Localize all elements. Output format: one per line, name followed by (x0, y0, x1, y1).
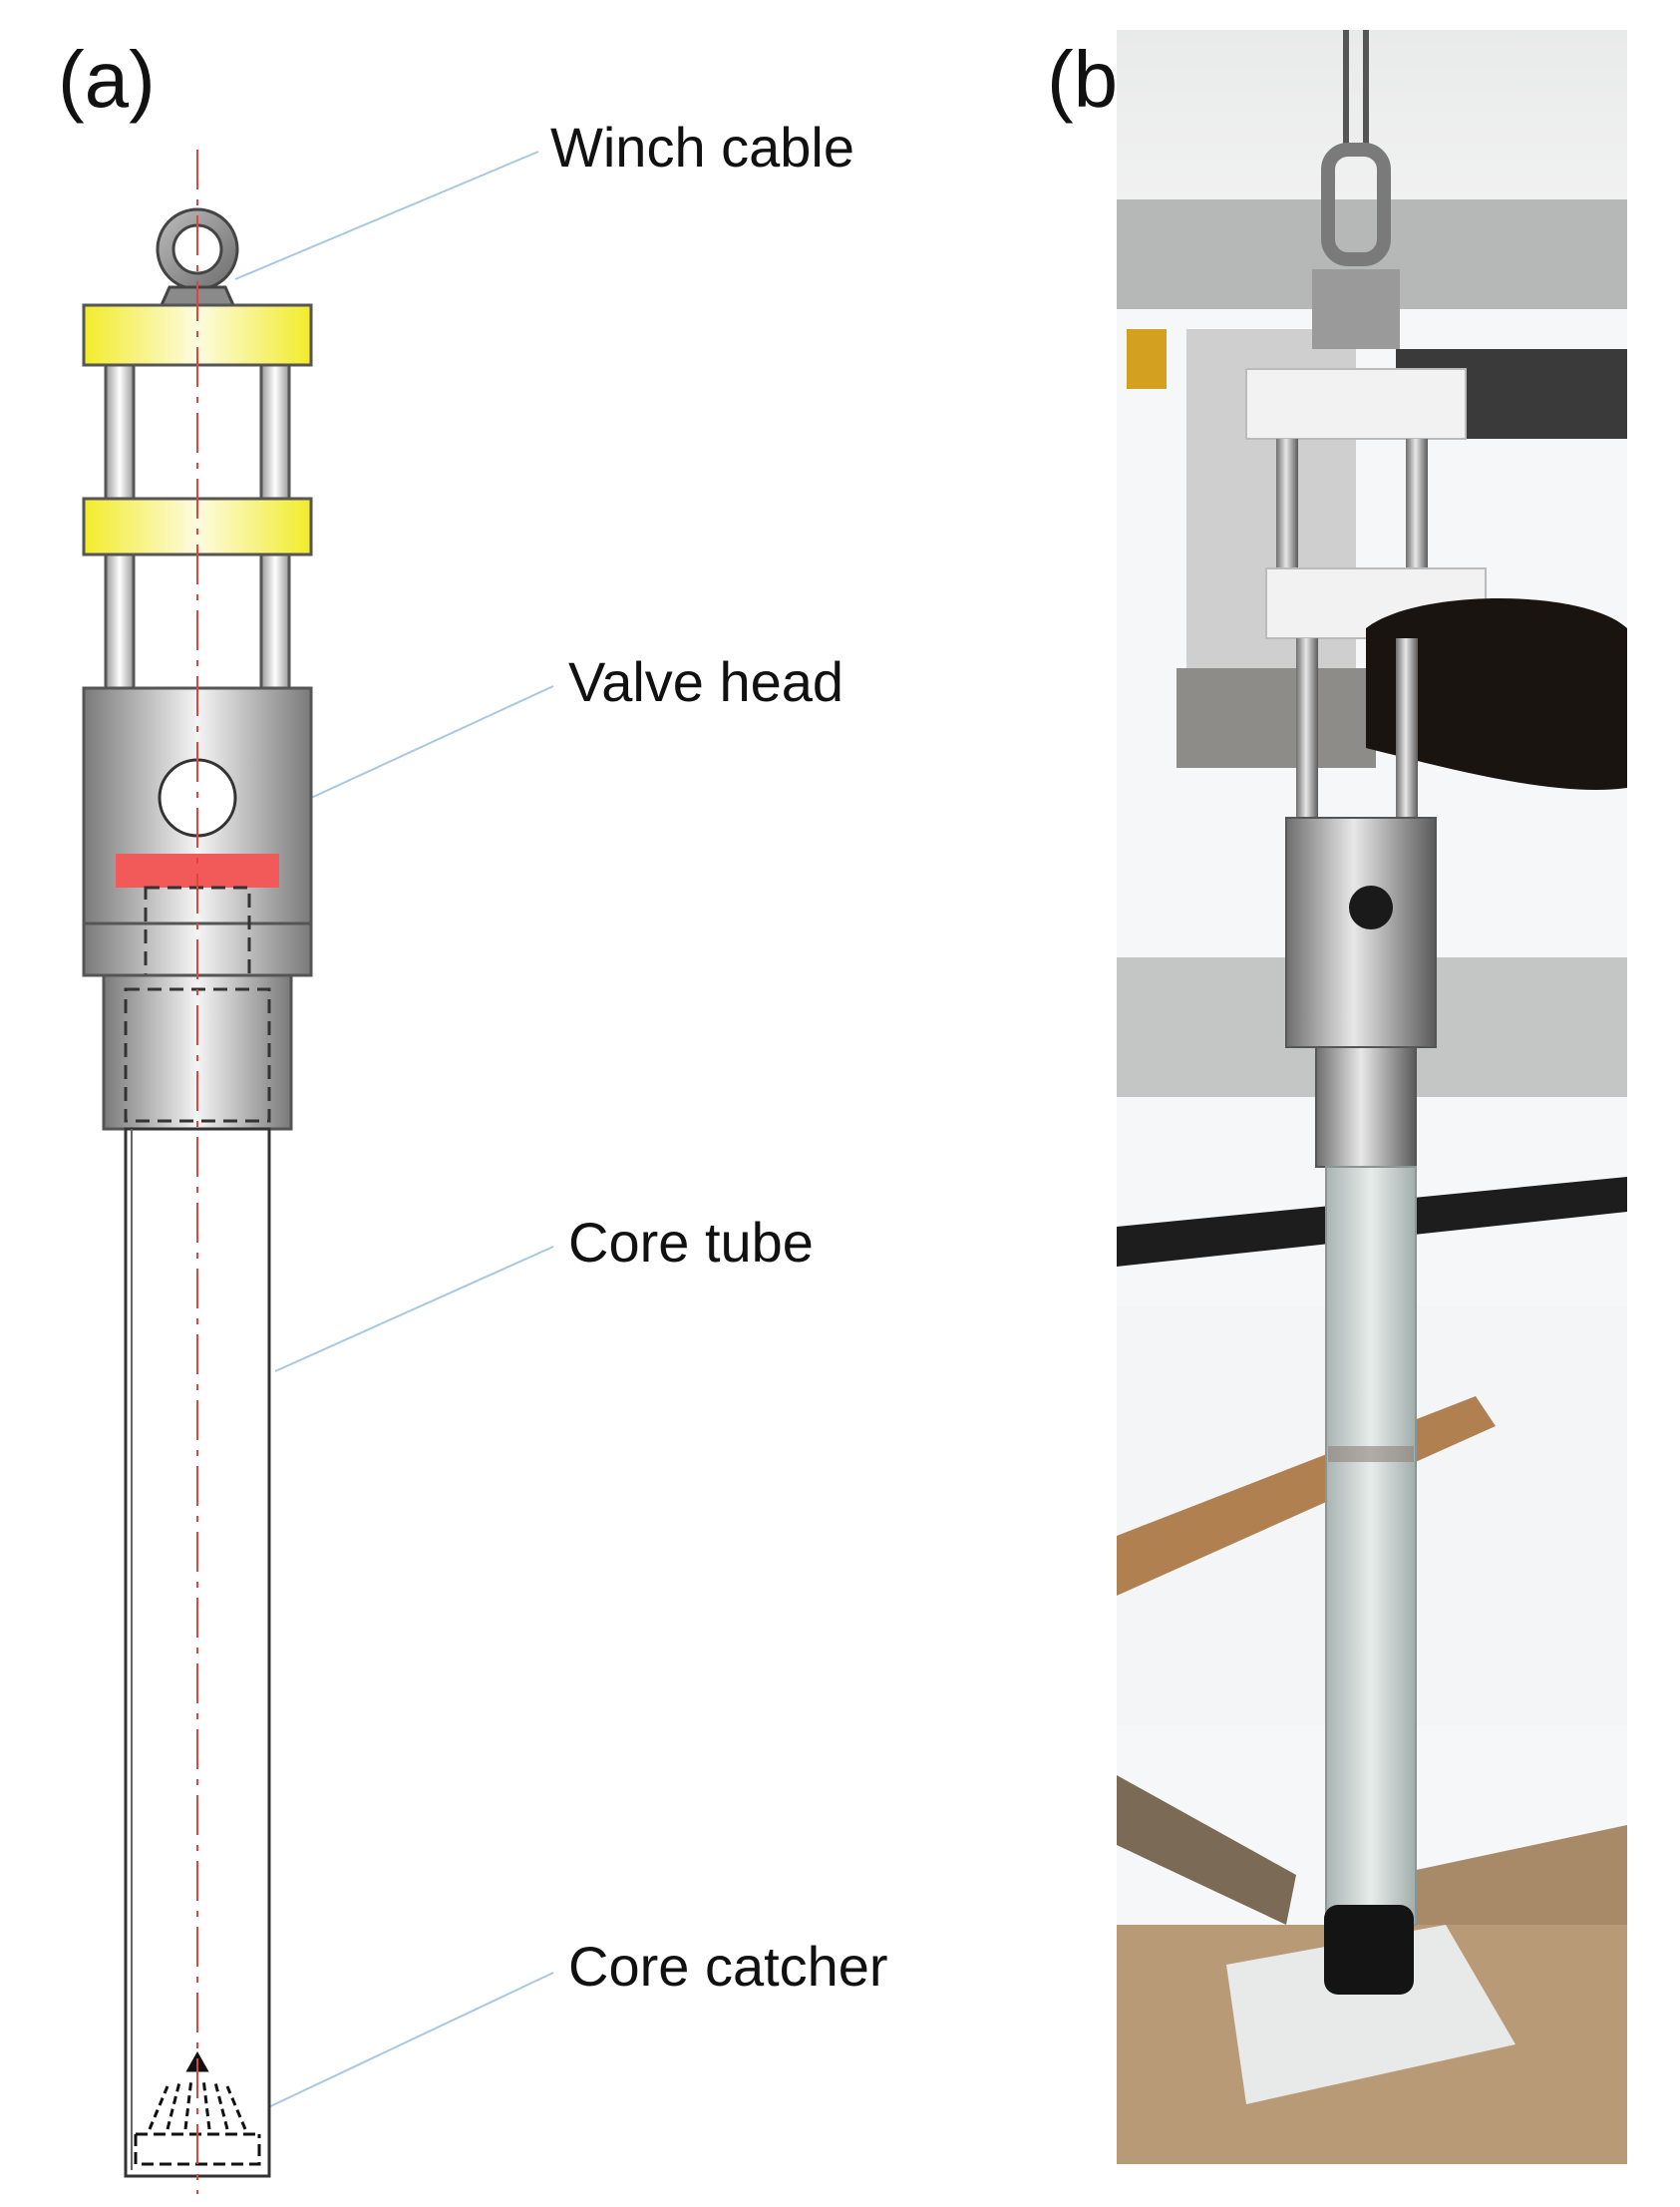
valve-head (82, 686, 313, 989)
core-sampler-photo (1117, 30, 1627, 2164)
core-catcher-leader (263, 1972, 554, 2110)
winch-cable-leader (234, 151, 539, 280)
panel-label-a: (a) (58, 35, 156, 124)
valve-head-label: Valve head (568, 650, 844, 713)
leader-lines (234, 151, 554, 2110)
core-sampler-diagram (82, 150, 554, 2194)
photo-illustration (1117, 30, 1627, 2164)
core-catcher-label: Core catcher (568, 1935, 888, 1998)
core-tube-leader (274, 1246, 554, 1372)
valve-head-leader (310, 685, 554, 799)
guide-rods (104, 363, 291, 690)
core-tube-label: Core tube (568, 1211, 814, 1274)
winch-cable-label: Winch cable (550, 116, 855, 179)
